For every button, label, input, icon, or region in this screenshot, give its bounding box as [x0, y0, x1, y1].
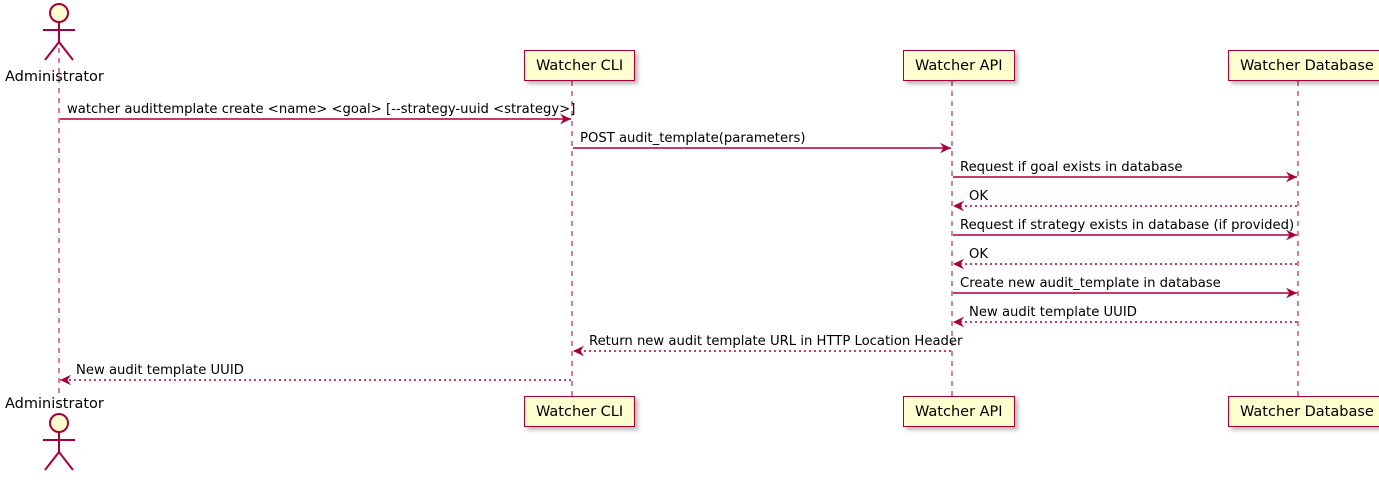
participant-box-watcher-api-top[interactable]: Watcher API [903, 50, 1015, 81]
actor-figure-administrator-bottom [43, 413, 75, 471]
message-label-9: Return new audit template URL in HTTP Lo… [589, 334, 963, 349]
participant-box-watcher-api-bottom[interactable]: Watcher API [903, 396, 1015, 427]
participant-label: Watcher API [915, 57, 1003, 74]
actor-figure-administrator-top [43, 3, 75, 61]
message-label-3: Request if goal exists in database [960, 160, 1183, 175]
participant-box-watcher-database-top[interactable]: Watcher Database [1228, 50, 1379, 81]
message-arrows-group [60, 113, 1297, 386]
participant-label: Watcher Database [1240, 403, 1374, 420]
actor-label-text: Administrator [5, 396, 104, 412]
message-label-1: watcher audittemplate create <name> <goa… [67, 102, 576, 117]
message-arrowhead-1 [560, 113, 571, 125]
participant-box-watcher-cli-top[interactable]: Watcher CLI [524, 50, 636, 81]
message-arrowhead-8 [953, 316, 964, 328]
actor-head-administrator-top [49, 3, 69, 23]
message-arrowhead-10 [60, 374, 71, 386]
message-arrowhead-5 [1286, 229, 1297, 241]
actor-leg-right-administrator-top [58, 41, 74, 61]
actor-label-administrator-bottom: Administrator [5, 396, 104, 412]
message-label-2: POST audit_template(parameters) [580, 131, 806, 146]
message-label-7: Create new audit_template in database [960, 276, 1221, 291]
actor-leg-right-administrator-bottom [58, 451, 74, 471]
actor-head-administrator-bottom [49, 413, 69, 433]
message-label-10: New audit template UUID [76, 363, 244, 378]
actor-leg-left-administrator-top [44, 41, 60, 61]
actor-label-administrator-top: Administrator [5, 69, 104, 85]
message-arrowhead-4 [953, 200, 964, 212]
message-label-6: OK [969, 247, 989, 262]
message-arrowhead-6 [953, 258, 964, 270]
participant-label: Watcher API [915, 403, 1003, 420]
participant-box-watcher-cli-bottom[interactable]: Watcher CLI [524, 396, 636, 427]
message-arrowhead-7 [1286, 287, 1297, 299]
participant-label: Watcher CLI [536, 403, 624, 420]
actor-figures-group [43, 3, 75, 471]
message-label-5: Request if strategy exists in database (… [960, 218, 1295, 233]
message-arrowhead-3 [1286, 171, 1297, 183]
message-label-4: OK [969, 189, 989, 204]
lifelines-group [58, 48, 1299, 396]
message-arrowhead-9 [573, 345, 584, 357]
actor-leg-left-administrator-bottom [44, 451, 60, 471]
actor-label-text: Administrator [5, 69, 104, 85]
message-label-8: New audit template UUID [969, 305, 1137, 320]
message-arrowhead-2 [940, 142, 951, 154]
participant-label: Watcher CLI [536, 57, 624, 74]
participant-label: Watcher Database [1240, 57, 1374, 74]
participant-box-watcher-database-bottom[interactable]: Watcher Database [1228, 396, 1379, 427]
